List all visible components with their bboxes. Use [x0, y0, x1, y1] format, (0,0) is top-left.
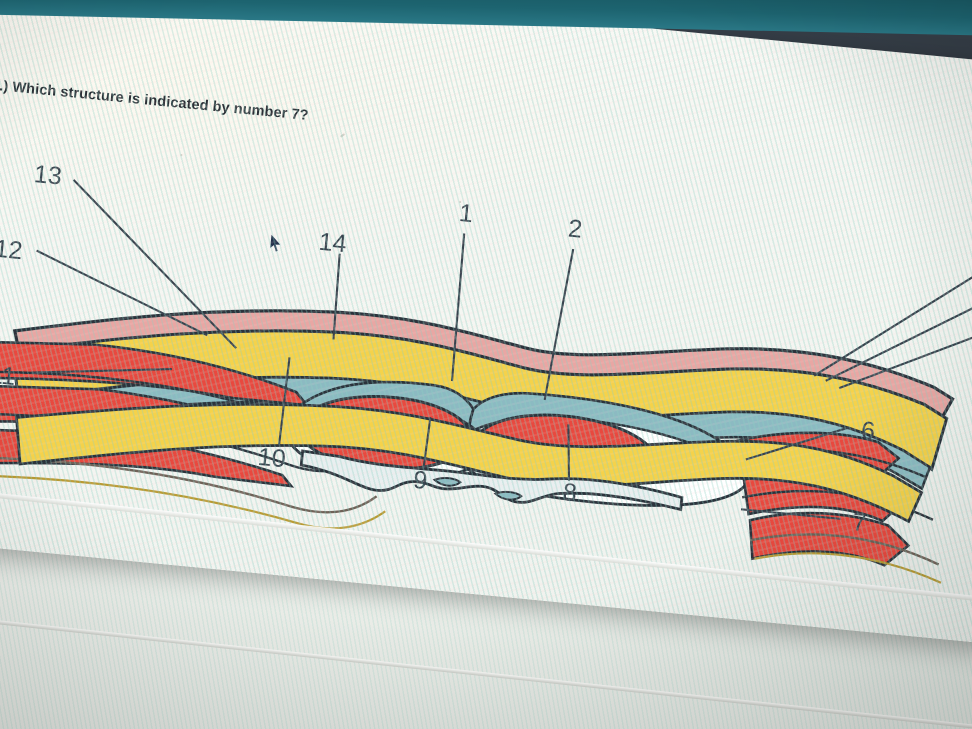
diagram-label-9: 9 [412, 466, 429, 495]
leader-lines [30, 179, 972, 520]
leader-line-9 [422, 416, 432, 469]
peritoneum-layer [15, 402, 924, 524]
diagram-label-10: 10 [257, 443, 287, 474]
diagram-label-6: 6 [860, 417, 877, 446]
leader-line-13 [72, 179, 237, 349]
aponeurosis-left-4 [0, 474, 386, 530]
leader-line-7 [740, 508, 841, 520]
umbilical-fold-shelf [299, 449, 684, 512]
leader-line-8 [567, 424, 571, 481]
question-text: 3.) Which structure is indicated by numb… [0, 77, 310, 124]
leader-line-1 [450, 233, 466, 382]
umbilical-vessel-right [493, 490, 523, 501]
diagram-label-2: 2 [567, 215, 584, 244]
dust-speck [180, 153, 183, 157]
diagram-label-8: 8 [562, 478, 579, 507]
leader-line-11 [30, 368, 172, 374]
diagram-label-12: 12 [0, 235, 24, 266]
leader-line-14 [332, 253, 341, 340]
leader-line-offscreen-a [813, 225, 972, 377]
diagram-svg: 1 2 6 7 8 9 10 11 12 13 14 [0, 160, 972, 584]
abdominal-wall-cross-section-diagram: 1 2 6 7 8 9 10 11 12 13 14 [0, 154, 972, 623]
aponeurosis-left-3 [0, 456, 378, 514]
leader-line-offscreen-b [825, 268, 972, 382]
diagram-label-11: 11 [0, 361, 17, 391]
leader-line-6 [745, 426, 850, 461]
mouse-pointer-cursor [268, 232, 284, 254]
diagram-label-14: 14 [318, 228, 348, 259]
diagram-label-1: 1 [458, 199, 475, 228]
aponeurosis-right-3 [749, 533, 940, 566]
leader-line-12 [36, 249, 208, 337]
transversus-abdominis-right [748, 511, 911, 567]
external-oblique-left [0, 340, 311, 407]
laptop-screen[interactable]: 3.) Which structure is indicated by numb… [0, 0, 972, 644]
diagram-artwork: 1 2 6 7 8 9 10 11 12 13 14 [0, 160, 972, 584]
leader-line-offscreen-c [838, 308, 972, 390]
leader-line-2 [543, 248, 575, 401]
diagram-label-7: 7 [851, 508, 868, 537]
diagram-label-13: 13 [33, 160, 63, 191]
cursor-icon [269, 232, 283, 253]
dust-speck [339, 133, 346, 138]
aponeurosis-right-4 [754, 552, 942, 584]
leader-line-10 [278, 357, 291, 445]
umbilical-vessel-center [432, 476, 462, 487]
